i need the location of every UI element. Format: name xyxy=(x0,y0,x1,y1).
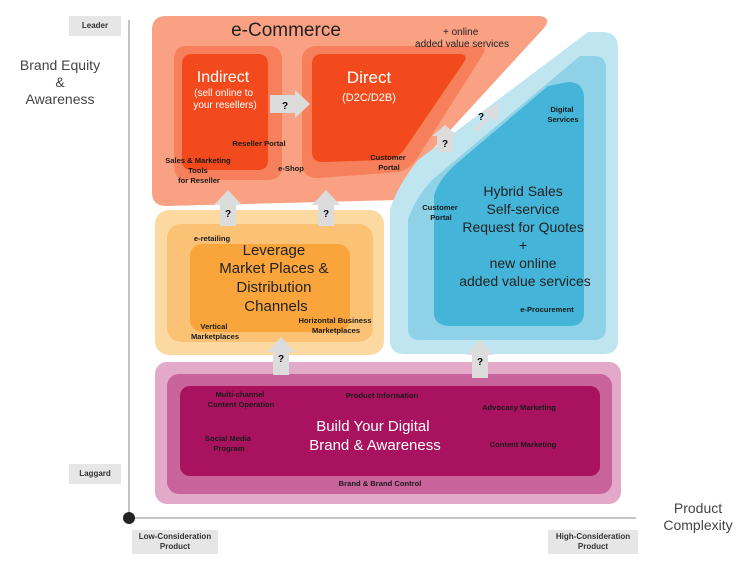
label-social-media: Social Media Program xyxy=(205,434,253,453)
label-customer-portal-hybrid: Customer Portal xyxy=(422,203,460,222)
label-vertical-marketplaces: Vertical Marketplaces xyxy=(191,322,239,341)
svg-text:?: ? xyxy=(323,209,329,220)
indirect-subtitle: (sell online to your resellers) xyxy=(193,88,256,111)
x-axis-right-label: High-Consideration Product xyxy=(548,530,638,554)
arrow-marketplaces-to-direct: ? xyxy=(312,190,340,226)
ecommerce-indirect-box xyxy=(182,54,268,170)
label-eshop: e-Shop xyxy=(278,164,304,173)
label-multichannel: Multi-channel Content Operation xyxy=(208,390,275,409)
y-axis-top-label: Leader xyxy=(69,16,121,36)
marketplaces-inner xyxy=(190,244,350,332)
axis-origin xyxy=(123,512,135,524)
label-content-marketing: Content Marketing xyxy=(490,440,557,449)
svg-text:?: ? xyxy=(282,101,288,112)
svg-text:?: ? xyxy=(442,139,448,150)
svg-text:?: ? xyxy=(278,354,284,365)
label-horizontal-marketplaces: Horizontal Business Marketplaces xyxy=(298,316,373,335)
direct-subtitle: (D2C/D2B) xyxy=(342,92,396,104)
arrow-brand-to-marketplaces: ? xyxy=(267,337,295,375)
arrow-hybrid-to-direct-1: ? xyxy=(473,103,500,132)
marketplaces-title: Leverage Market Places & Distribution Ch… xyxy=(219,242,332,315)
label-e-procurement: e-Procurement xyxy=(520,305,574,314)
ecommerce-note: + online added value services xyxy=(415,27,509,50)
label-reseller-portal: Reseller Portal xyxy=(232,139,285,148)
label-product-information: Product Information xyxy=(346,391,419,400)
direct-title: Direct xyxy=(347,68,392,87)
svg-text:?: ? xyxy=(478,112,484,123)
indirect-title: Indirect xyxy=(197,69,250,86)
label-customer-portal-ecom: Customer Portal xyxy=(370,153,408,172)
arrow-indirect-to-direct: ? xyxy=(270,90,310,118)
y-axis-title: Brand Equity & Awareness xyxy=(19,57,101,107)
ecommerce-direct-box xyxy=(312,54,466,162)
y-axis-bottom-label: Laggard xyxy=(69,464,121,484)
x-axis-title: Product Complexity xyxy=(663,500,733,533)
svg-text:?: ? xyxy=(225,209,231,220)
label-brand-control: Brand & Brand Control xyxy=(339,479,422,488)
label-digital-services: Digital Services xyxy=(547,105,578,124)
hybrid-inner xyxy=(434,82,584,326)
arrow-brand-to-hybrid: ? xyxy=(466,340,494,378)
arrow-hybrid-to-direct-2: ? xyxy=(432,125,458,152)
label-e-retailing: e-retailing xyxy=(194,234,231,243)
brand-inner xyxy=(180,386,600,476)
label-advocacy-marketing: Advocacy Marketing xyxy=(482,403,556,412)
arrow-marketplaces-to-indirect: ? xyxy=(214,190,242,226)
svg-text:?: ? xyxy=(477,357,483,368)
hybrid-title: Hybrid Sales Self-service Request for Qu… xyxy=(459,183,591,289)
label-sales-tools: Sales & Marketing Tools for Reseller xyxy=(165,156,233,185)
brand-title: Build Your Digital Brand & Awareness xyxy=(309,418,440,454)
ecommerce-title: e-Commerce xyxy=(231,20,341,41)
x-axis-left-label: Low-Consideration Product xyxy=(132,530,218,554)
